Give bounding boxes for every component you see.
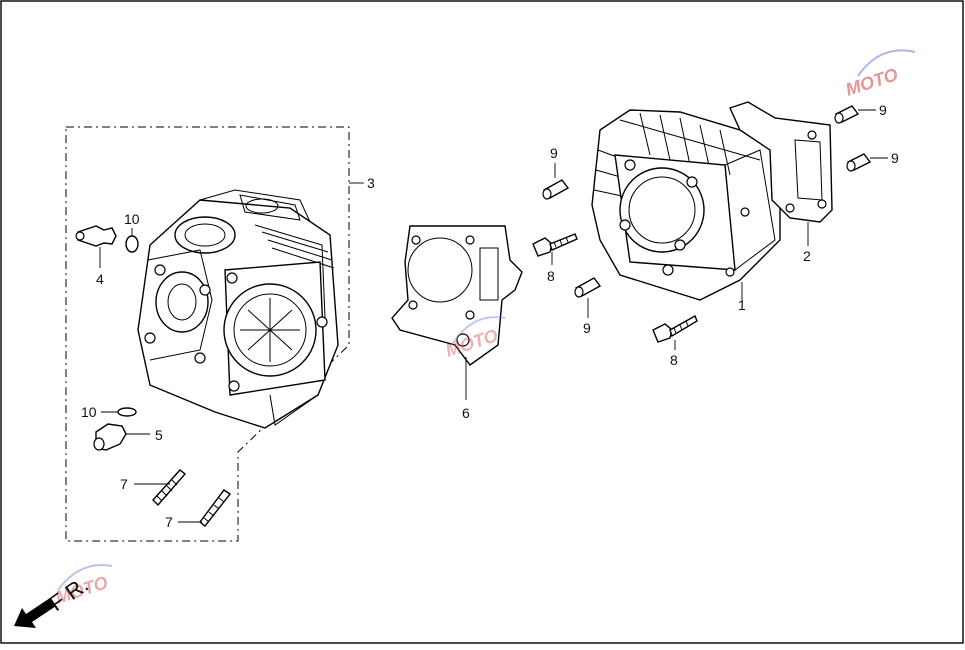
stud-bolt-7-lower bbox=[178, 489, 232, 527]
callout-9a: 9 bbox=[550, 145, 558, 161]
base-gasket-6 bbox=[391, 225, 523, 400]
callout-2: 2 bbox=[803, 248, 811, 264]
assembly-boundary bbox=[65, 126, 350, 542]
head-gasket-2 bbox=[729, 101, 833, 246]
callout-10b: 10 bbox=[81, 404, 97, 420]
dowel-pin-9-b bbox=[574, 277, 602, 318]
front-arrow-icon bbox=[14, 598, 56, 628]
callout-9c: 9 bbox=[879, 102, 887, 118]
callout-9d: 9 bbox=[891, 150, 899, 166]
callout-8b: 8 bbox=[670, 352, 678, 368]
dowel-pin-9-c bbox=[834, 105, 876, 124]
watermark-logo-top-right: MOTO bbox=[843, 49, 916, 100]
callout-5: 5 bbox=[155, 427, 163, 443]
callout-9b: 9 bbox=[583, 320, 591, 336]
cylinder-1 bbox=[591, 109, 781, 302]
callout-4: 4 bbox=[96, 271, 104, 287]
svg-text:MOTO: MOTO bbox=[843, 64, 900, 100]
callout-7b: 7 bbox=[165, 514, 173, 530]
union-fitting-5 bbox=[93, 407, 150, 451]
o-ring-10-upper bbox=[125, 228, 139, 253]
callout-10a: 10 bbox=[124, 211, 140, 227]
dowel-pin-9-a bbox=[542, 163, 570, 200]
callout-3: 3 bbox=[367, 175, 375, 191]
callout-7a: 7 bbox=[120, 476, 128, 492]
callout-1: 1 bbox=[738, 297, 746, 313]
union-fitting-4 bbox=[75, 225, 117, 268]
dowel-pin-9-d bbox=[846, 153, 888, 172]
stud-bolt-7-upper bbox=[134, 469, 187, 507]
callout-8a: 8 bbox=[547, 268, 555, 284]
cylinder-head bbox=[137, 189, 339, 429]
callout-6: 6 bbox=[462, 405, 470, 421]
flange-bolt-8-lower bbox=[652, 314, 698, 350]
flange-bolt-8-upper bbox=[532, 233, 578, 265]
